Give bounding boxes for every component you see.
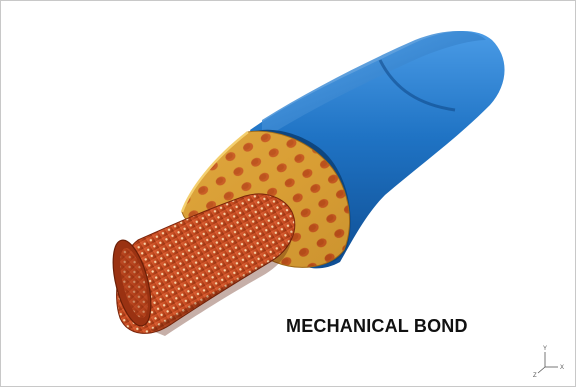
- inner-tube: [106, 194, 295, 336]
- axis-triad: Y X Z: [533, 346, 564, 379]
- axis-x-label: X: [560, 365, 564, 371]
- axis-y-label: Y: [543, 346, 547, 352]
- axis-z-label: Z: [533, 373, 537, 379]
- figure-caption: MECHANICAL BOND: [286, 316, 468, 337]
